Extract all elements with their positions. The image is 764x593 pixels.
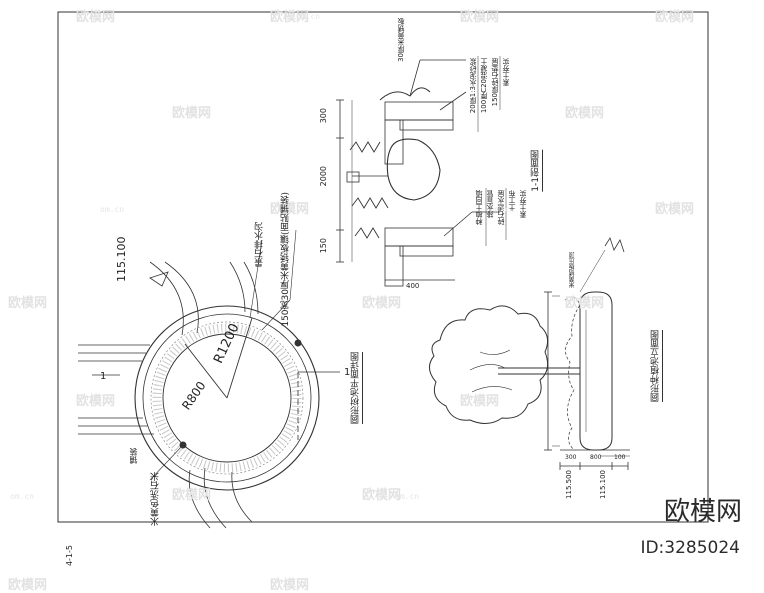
watermark-logo: 欧模网 xyxy=(362,488,402,503)
plan-grid-ref: 4-1-5 xyxy=(65,545,74,567)
section-note: 100厚C20混凝土 xyxy=(480,58,488,114)
watermark-logo: 欧模网 xyxy=(565,106,605,121)
section-dim: 300 xyxy=(319,108,328,124)
elevation-title: 圆形种植池立面图 xyxy=(651,330,663,402)
section-note: 150厚碎石垫层 xyxy=(491,58,499,107)
elevation-level: 115.100 xyxy=(599,470,607,499)
section-dim: 2000 xyxy=(319,166,328,187)
outer-ring xyxy=(134,305,320,491)
plan-elevation-label: 115.100 xyxy=(115,236,128,283)
watermark-logo: 欧模网 xyxy=(76,394,116,409)
watermark-logo: 欧模网 xyxy=(655,10,695,25)
watermark-logo: 欧模网 xyxy=(362,296,402,311)
watermark-logo: 欧模网 xyxy=(270,202,310,217)
elevation-dim: 800 xyxy=(590,454,602,461)
plan-title: 圆形树池平面详图 xyxy=(351,352,363,424)
elevation-view xyxy=(429,237,630,470)
drawing-frame xyxy=(57,11,709,523)
elevation-dim: 300 xyxy=(565,454,577,461)
plan-curb-note: 150宽30厚米黄锈板镶(面贴铺装) xyxy=(281,192,291,327)
watermark-logo: 欧模网 xyxy=(76,10,116,25)
brand-id: ID:3285024 xyxy=(640,538,740,558)
section-note: 排水盲管 xyxy=(486,190,494,218)
watermark-url: om.cn xyxy=(10,492,35,501)
section-dim: 400 xyxy=(406,282,420,290)
section-note: 20厚1:3水泥砂浆 xyxy=(469,58,477,114)
watermark-logo: 欧模网 xyxy=(565,296,605,311)
section-note: 土工布 xyxy=(508,190,516,211)
watermark-logo: 欧模网 xyxy=(655,202,695,217)
section-cut-mark: 1 xyxy=(100,371,107,382)
watermark-url: om.cn xyxy=(100,205,125,214)
watermark-url: om.cn xyxy=(296,12,321,21)
section-note: 碎石滤水层 xyxy=(497,190,505,225)
plan-stone-note: 景石排水沟 xyxy=(255,222,265,267)
watermark-url: om.cn xyxy=(490,205,515,214)
section-note: 素土夯实 xyxy=(502,58,510,86)
section-cut-mark: 1 xyxy=(344,367,351,378)
watermark-logo: 欧模网 xyxy=(270,10,310,25)
watermark-logo: 欧模网 xyxy=(172,106,212,121)
section-view xyxy=(336,56,507,287)
watermark-logo: 欧模网 xyxy=(172,488,212,503)
elevation-level: 115.500 xyxy=(565,470,573,499)
section-note: 30厚米黄锈板 xyxy=(397,18,405,62)
section-dim: 150 xyxy=(319,238,328,254)
plan-tag-left: 铺装 xyxy=(129,448,138,464)
section-note: 素土夯实 xyxy=(519,190,527,218)
watermark-logo: 欧模网 xyxy=(8,296,48,311)
plan-view xyxy=(78,229,340,529)
watermark-url: om.cn xyxy=(395,492,420,501)
section-title: 1-1剖面图 xyxy=(531,150,543,192)
section-note: 种植土回填 xyxy=(475,190,483,225)
watermark-logo: 欧模网 xyxy=(460,10,500,25)
watermark-logo: 欧模网 xyxy=(8,578,48,593)
elevation-dim: 100 xyxy=(614,454,626,461)
plan-paving-note: 米黄色洗石米 xyxy=(151,472,161,526)
watermark-logo: 欧模网 xyxy=(460,394,500,409)
elevation-callout: 米黄锈板压顶 xyxy=(569,252,576,288)
watermark-logo: 欧模网 xyxy=(270,578,310,593)
brand-logo: 欧模网 xyxy=(663,497,742,527)
inner-ring xyxy=(162,333,292,463)
